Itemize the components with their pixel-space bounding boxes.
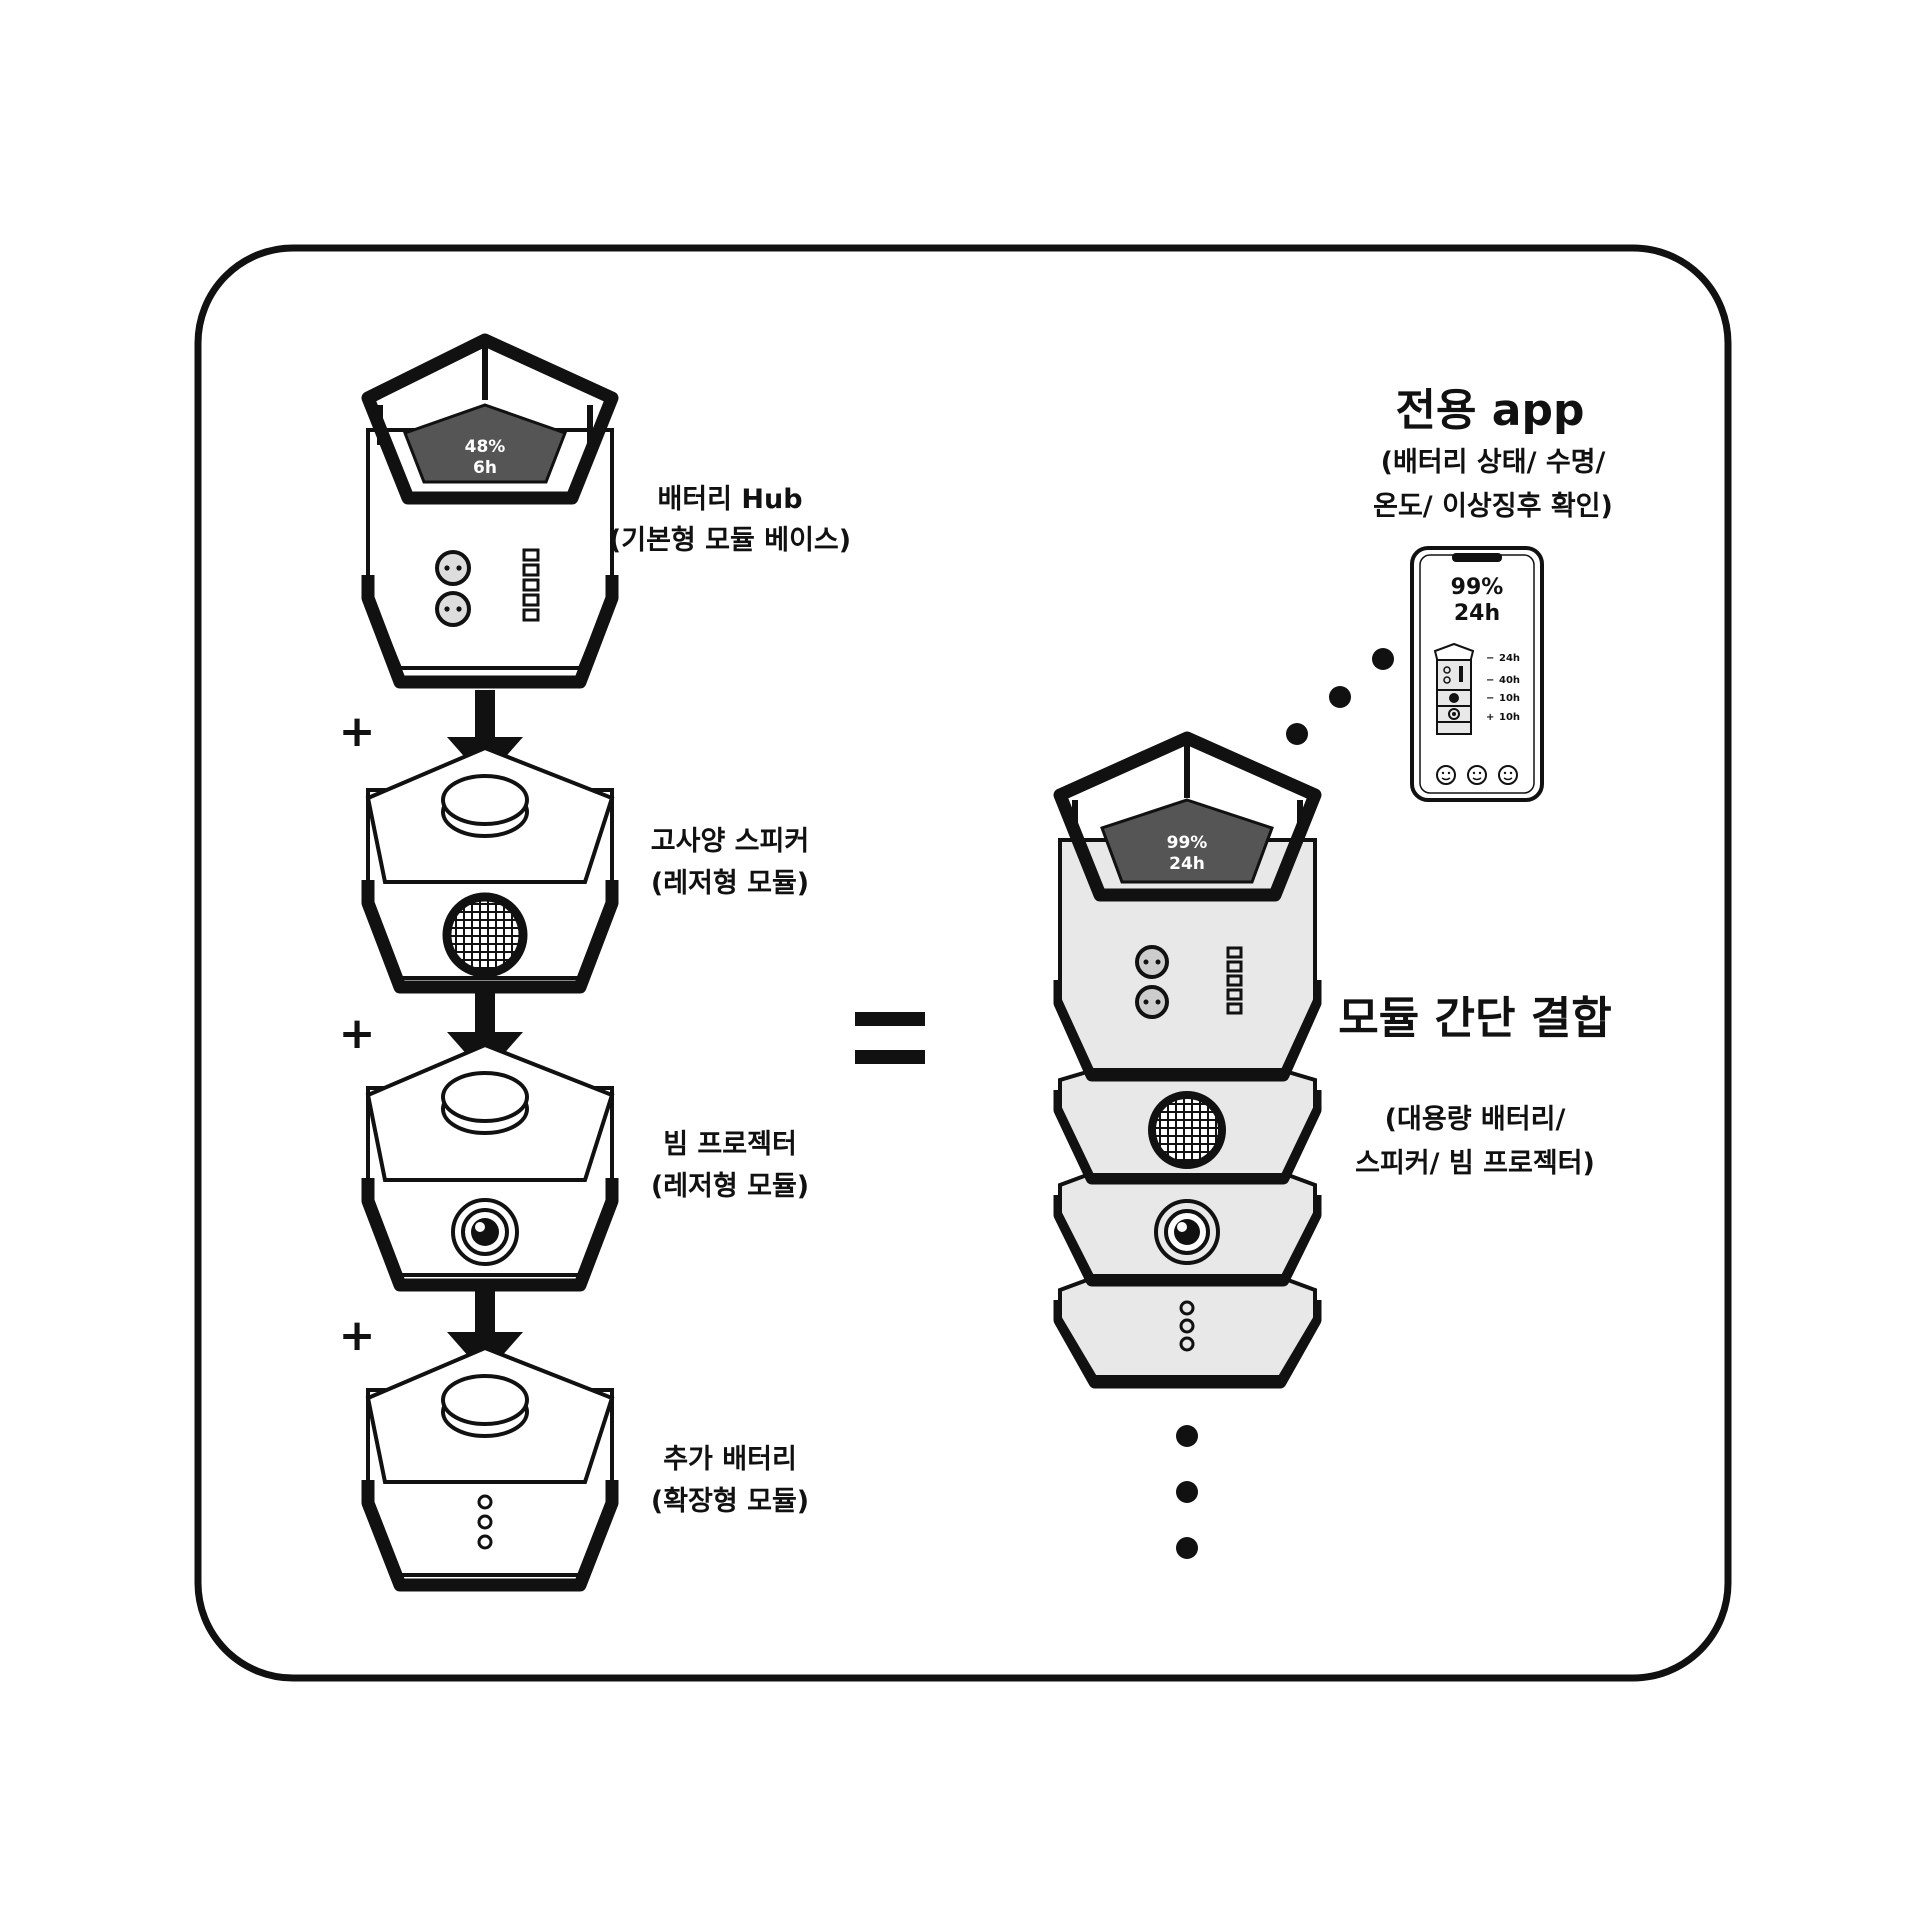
app-desc-line2: 온도/ 이상징후 확인) <box>1373 491 1613 522</box>
combined-display-percent: 99% <box>1167 833 1208 853</box>
plus-sign: + <box>339 1310 376 1361</box>
phone-row-value: 40h <box>1499 675 1520 686</box>
hub-module: 48% 6h <box>361 333 619 689</box>
connector-icon <box>441 1071 529 1135</box>
projector-lens-icon <box>451 1198 519 1266</box>
indicator-dots-icon <box>1179 1300 1195 1352</box>
indicator-dots-icon <box>477 1494 493 1550</box>
phone-percent: 99% <box>1451 575 1504 600</box>
hub-sublabel: (기본형 모듈 베이스) <box>609 525 851 556</box>
speaker-sublabel: (레저형 모듈) <box>651 868 809 899</box>
phone-row-sign: − <box>1486 675 1494 686</box>
mini-stack-icon <box>1433 642 1475 735</box>
speaker-module <box>361 745 619 994</box>
combined-title: 모듈 간단 결합 <box>1338 993 1612 1044</box>
projector-label: 빔 프로젝터 <box>663 1129 797 1160</box>
outlet-icon <box>435 550 471 586</box>
hub-display-time: 6h <box>473 458 497 478</box>
outlet-icon <box>435 591 471 627</box>
battery-level-icon <box>522 548 540 622</box>
combined-stack: 99% 24h <box>1053 731 1322 1389</box>
battery-sublabel: (확장형 모듈) <box>651 1486 809 1517</box>
combined-desc-line2: 스피커/ 빔 프로젝터) <box>1355 1148 1595 1179</box>
face-icon[interactable] <box>1467 765 1487 785</box>
outlet-icon <box>1135 985 1169 1019</box>
hub-display-percent: 48% <box>465 437 506 457</box>
combined-desc-line1: (대용량 배터리/ <box>1385 1104 1566 1135</box>
speaker-label: 고사양 스피커 <box>651 826 809 857</box>
plus-sign: + <box>339 706 376 757</box>
face-icon[interactable] <box>1498 765 1518 785</box>
connector-icon <box>441 1374 529 1438</box>
phone-mockup: 99% 24h − 24h − 40h − 10h + 10h <box>1410 546 1544 802</box>
continuation-dots <box>1176 1425 1198 1559</box>
connection-dots <box>1286 648 1394 745</box>
speaker-grille-icon <box>442 892 528 978</box>
phone-row-value: 10h <box>1499 712 1520 723</box>
projector-sublabel: (레저형 모듈) <box>651 1171 809 1202</box>
projector-lens-icon <box>1154 1199 1220 1265</box>
hub-display <box>403 403 567 484</box>
combined-display-time: 24h <box>1169 854 1205 874</box>
face-icon[interactable] <box>1436 765 1456 785</box>
battery-level-icon <box>1226 946 1243 1015</box>
combined-display <box>1100 798 1274 884</box>
app-desc-line1: (배터리 상태/ 수명/ <box>1381 447 1606 478</box>
speaker-grille-icon <box>1148 1091 1226 1169</box>
phone-row-sign: − <box>1486 653 1494 664</box>
phone-time: 24h <box>1454 601 1500 626</box>
equals-sign <box>855 1012 925 1064</box>
phone-row-value: 24h <box>1499 653 1520 664</box>
plus-sign: + <box>339 1008 376 1059</box>
outer-frame <box>194 244 1732 1682</box>
phone-row-value: 10h <box>1499 693 1520 704</box>
connector-icon <box>441 774 529 838</box>
battery-label: 추가 배터리 <box>663 1444 797 1475</box>
phone-row-sign: + <box>1486 712 1494 723</box>
projector-module <box>361 1042 619 1292</box>
phone-row-sign: − <box>1486 693 1494 704</box>
hub-label: 배터리 Hub <box>657 484 802 515</box>
phone-notch <box>1452 553 1502 562</box>
battery-module <box>361 1345 619 1592</box>
app-title: 전용 app <box>1396 385 1585 436</box>
outlet-icon <box>1135 945 1169 979</box>
